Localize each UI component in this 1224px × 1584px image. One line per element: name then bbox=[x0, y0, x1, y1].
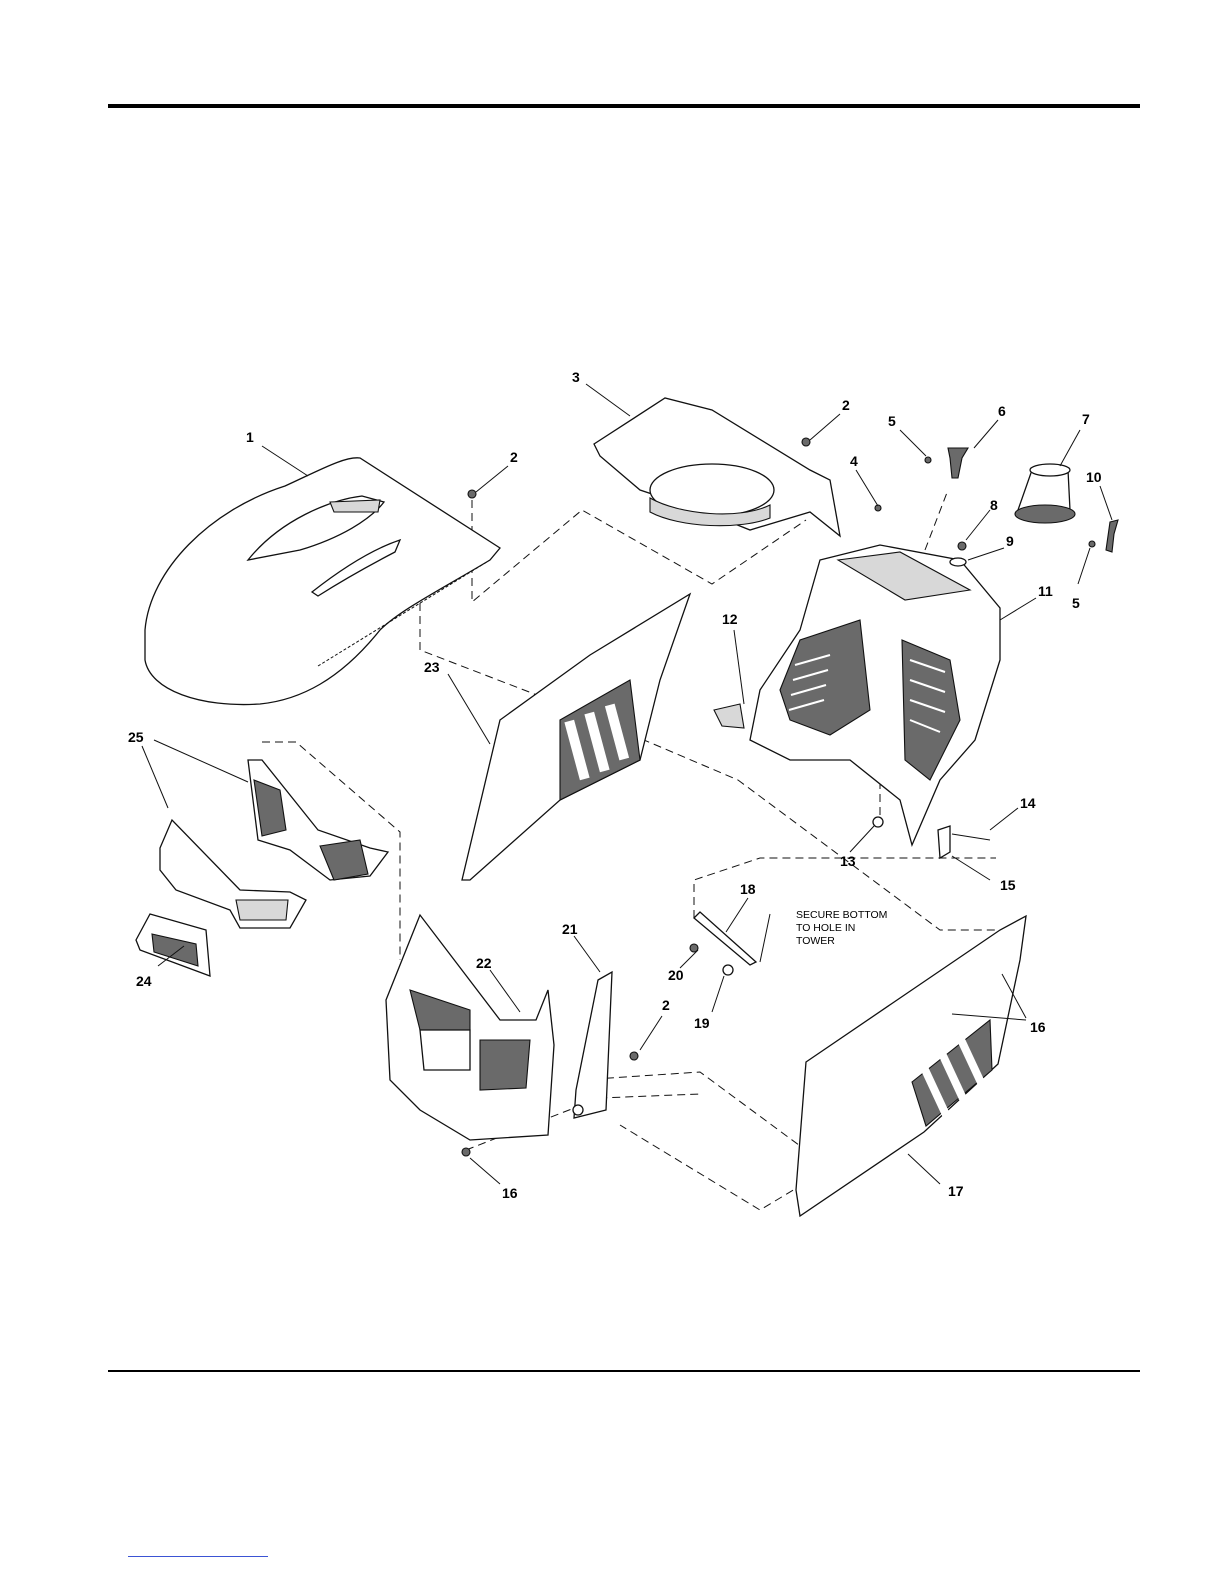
callout-16: 16 bbox=[1030, 1019, 1046, 1035]
callout-16: 16 bbox=[502, 1185, 518, 1201]
callout-3: 3 bbox=[572, 369, 580, 385]
callout-20: 20 bbox=[668, 967, 684, 983]
callout-21: 21 bbox=[562, 921, 578, 937]
callout-4: 4 bbox=[850, 453, 858, 469]
callout-23: 23 bbox=[424, 659, 440, 675]
callout-7: 7 bbox=[1082, 411, 1090, 427]
callout-6: 6 bbox=[998, 403, 1006, 419]
callout-25: 25 bbox=[128, 729, 144, 745]
callout-10: 10 bbox=[1086, 469, 1102, 485]
part-left-side-panel bbox=[462, 594, 690, 880]
part-headlight-assembly bbox=[136, 760, 388, 976]
callout-2: 2 bbox=[662, 997, 670, 1013]
callout-2: 2 bbox=[842, 397, 850, 413]
callout-5: 5 bbox=[1072, 595, 1080, 611]
note-line-3: TOWER bbox=[796, 935, 835, 947]
part-right-side-panel bbox=[796, 916, 1026, 1216]
part-hood bbox=[145, 458, 500, 705]
part-bracket bbox=[573, 972, 612, 1118]
callout-5: 5 bbox=[888, 413, 896, 429]
callout-17: 17 bbox=[948, 1183, 964, 1199]
note-line-2: TO HOLE IN bbox=[796, 922, 855, 934]
callout-18: 18 bbox=[740, 881, 756, 897]
callout-12: 12 bbox=[722, 611, 738, 627]
callout-19: 19 bbox=[694, 1015, 710, 1031]
part-front-nose bbox=[386, 915, 554, 1140]
callout-22: 22 bbox=[476, 955, 492, 971]
assembly-note: SECURE BOTTOM TO HOLE IN TOWER bbox=[796, 909, 887, 947]
callout-24: 24 bbox=[136, 973, 152, 989]
part-cup-holder bbox=[1015, 464, 1075, 523]
callout-2: 2 bbox=[510, 449, 518, 465]
callout-9: 9 bbox=[1006, 533, 1014, 549]
part-dash-panel bbox=[594, 398, 840, 536]
note-line-1: SECURE BOTTOM bbox=[796, 909, 887, 921]
callout-11: 11 bbox=[1038, 583, 1053, 599]
callout-8: 8 bbox=[990, 497, 998, 513]
callout-15: 15 bbox=[1000, 877, 1016, 893]
callout-14: 14 bbox=[1020, 795, 1036, 811]
callout-13: 13 bbox=[840, 853, 856, 869]
part-tower bbox=[750, 545, 1000, 845]
callout-1: 1 bbox=[246, 429, 254, 445]
